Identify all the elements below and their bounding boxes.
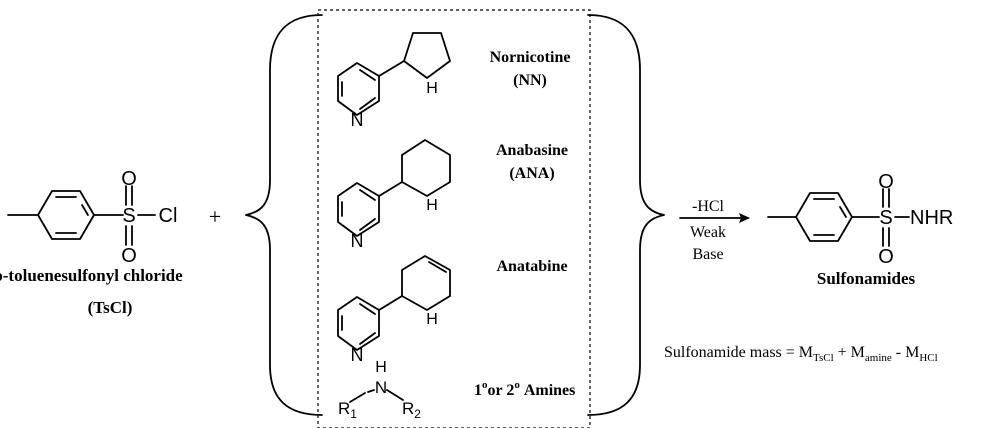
product-name: Sulfonamides (817, 269, 916, 288)
tscl-structure (7, 185, 156, 246)
tscl-atom-cl: Cl (159, 205, 178, 227)
plus-sign: + (209, 204, 221, 229)
product-atom-o-bottom: O (878, 246, 894, 268)
anatabine-atom-h: H (426, 311, 438, 328)
generic-amine-r2: R2 (402, 399, 421, 421)
tscl-atom-o-bottom: O (121, 245, 137, 267)
generic-amine-r1: R1 (338, 399, 357, 421)
r1-symbol: R (338, 399, 350, 418)
product-atom-o-top: O (878, 171, 894, 193)
nornicotine-atom-h: H (426, 80, 438, 97)
nornicotine-abbr: (NN) (513, 72, 547, 89)
generic-amine-structure (349, 389, 404, 403)
anabasine-atom-h: H (426, 197, 438, 214)
anabasine-atom-n: N (351, 231, 364, 251)
anatabine-structure (337, 255, 451, 351)
anabasine-name: Anabasine (496, 142, 568, 159)
anatabine-atom-n: N (351, 345, 364, 365)
condition-hcl: -HCl (692, 198, 725, 215)
anatabine-name: Anatabine (496, 258, 567, 275)
condition-base: Base (692, 246, 723, 263)
product-atom-s: S (879, 207, 892, 229)
reaction-arrowhead (739, 213, 750, 223)
tscl-name: p-toluenesulfonyl chloride (0, 266, 183, 285)
r2-symbol: R (402, 399, 414, 418)
tscl-atom-o-top: O (121, 168, 137, 190)
product-group-nhr: NHR (910, 207, 953, 229)
sulfonamide-structure (767, 188, 910, 247)
generic-amine-atom-n: N (375, 378, 387, 397)
nornicotine-structure (337, 32, 451, 116)
left-brace (245, 14, 323, 416)
mass-equation: Sulfonamide mass = MTsCl + Mamine - MHCl (664, 344, 938, 364)
tscl-atom-s: S (122, 205, 135, 227)
r2-subscript: 2 (414, 407, 421, 421)
right-brace (587, 14, 665, 416)
r1-subscript: 1 (350, 407, 357, 421)
anabasine-abbr: (ANA) (509, 165, 554, 182)
nornicotine-name: Nornicotine (490, 49, 571, 66)
amine-dashed-box (317, 9, 591, 428)
tscl-abbr: (TsCl) (88, 298, 133, 317)
anabasine-structure (337, 139, 451, 237)
nornicotine-atom-n: N (351, 110, 364, 130)
condition-weak: Weak (690, 224, 726, 241)
generic-amine-atom-h: H (375, 359, 387, 376)
